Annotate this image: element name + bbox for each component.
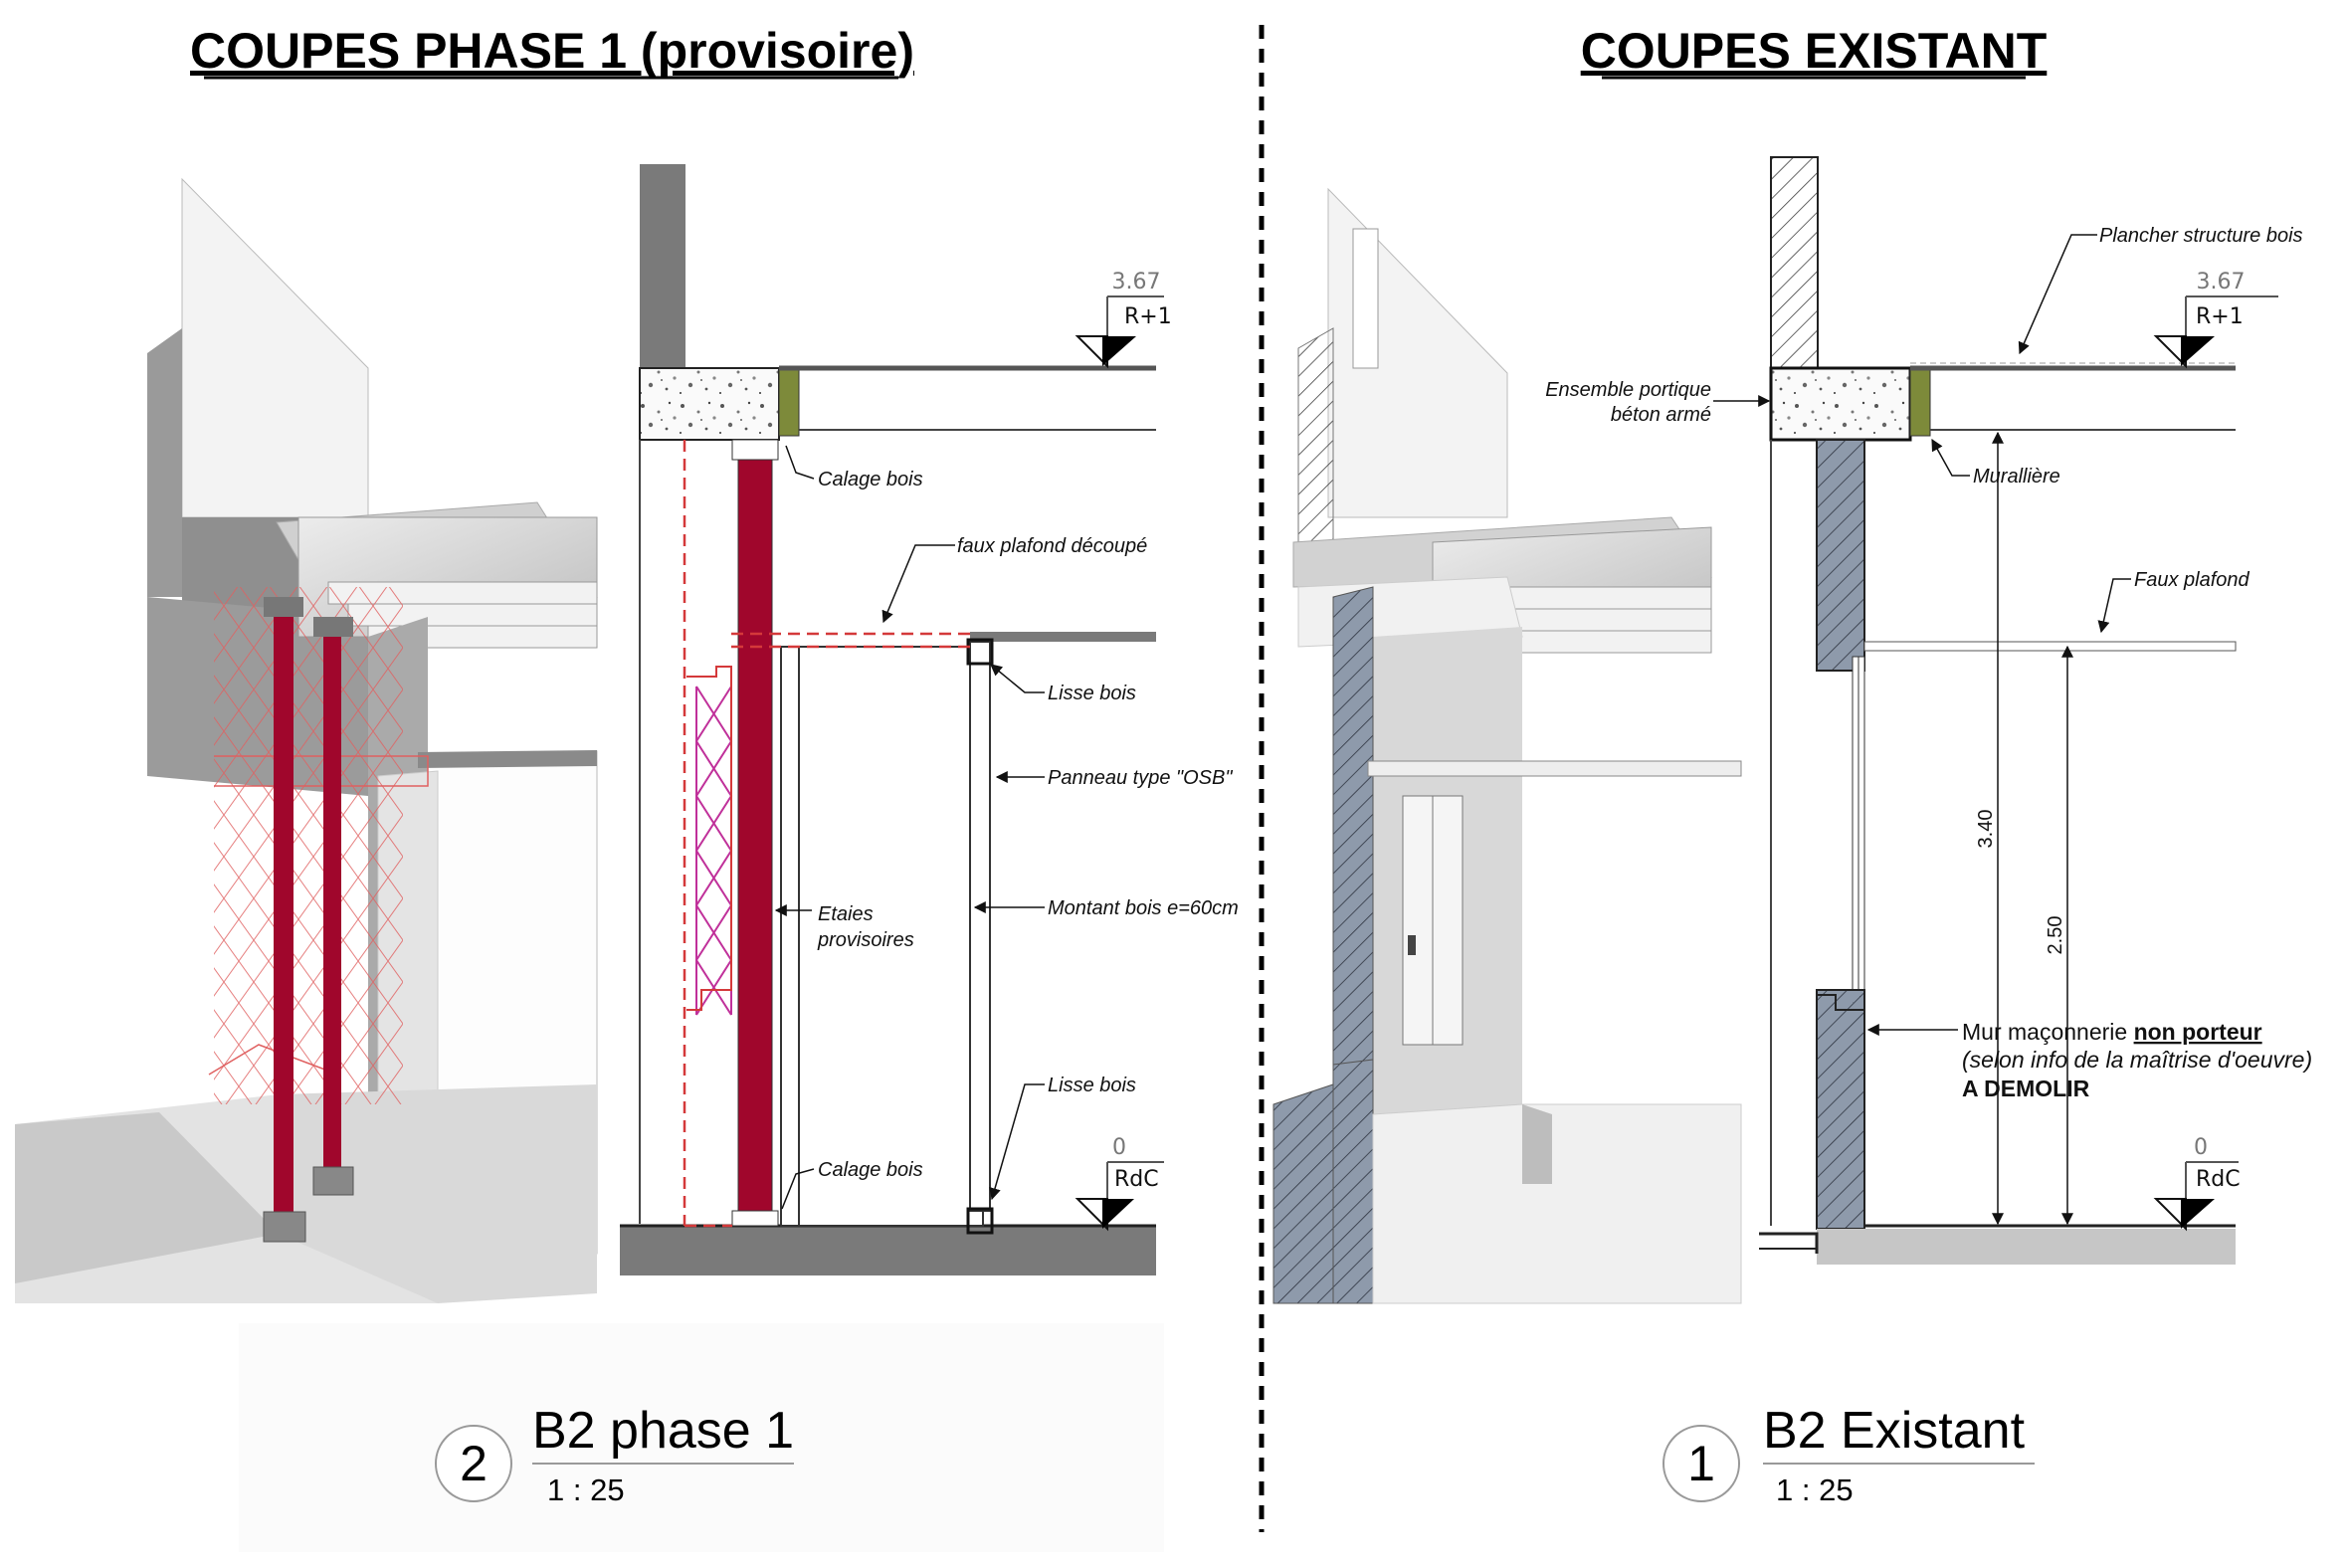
label-mur-bold: non porteur — [2134, 1019, 2262, 1045]
label-montant: Montant bois e=60cm — [1048, 897, 1239, 919]
left-section-drawing — [620, 164, 1156, 1275]
label-mur-line1: Mur maçonnerie non porteur — [1962, 1019, 2262, 1045]
timber-ledger — [778, 367, 800, 437]
muralliere-ledger — [1909, 367, 1931, 437]
elevation-value: 3.67 — [2197, 270, 2246, 294]
left-sheet-title: COUPES PHASE 1 (provisoire) — [190, 23, 914, 79]
label-portique-line1: Ensemble portique — [1545, 379, 1711, 401]
right-dimensions: 3.40 2.50 — [1975, 431, 2073, 1226]
label-faux-plafond-existant: Faux plafond — [2134, 569, 2250, 591]
level-tag: R+1 — [1124, 304, 1172, 329]
label-mur-line3: A DEMOLIR — [1962, 1076, 2090, 1101]
label-mur-line2: (selon info de la maîtrise d'oeuvre) — [1962, 1047, 2312, 1073]
left-annotations: Calage bois faux plafond découpé Lisse b… — [774, 445, 1239, 1210]
left-view-title: 2 B2 phase 1 1 : 25 — [435, 1402, 794, 1507]
dashed-temporary-frame — [683, 440, 970, 1228]
prop-post-section — [737, 459, 773, 1212]
right-sheet-title: COUPES EXISTANT — [1581, 23, 2048, 79]
right-perspective-view — [1272, 187, 1742, 1304]
dimension-total-height: 3.40 — [1975, 810, 1997, 849]
label-calage-top: Calage bois — [818, 469, 923, 490]
elevation-value: 0 — [1112, 1135, 1126, 1160]
view-scale: 1 : 25 — [547, 1472, 625, 1507]
label-portique-line2: béton armé — [1611, 404, 1711, 426]
right-view-title: 1 B2 Existant 1 : 25 — [1662, 1402, 2035, 1507]
view-number: 2 — [460, 1436, 488, 1491]
concrete-portal-beam — [1769, 366, 1912, 442]
label-lisse-bottom: Lisse bois — [1048, 1075, 1136, 1096]
label-muralliere: Murallière — [1973, 466, 2060, 488]
right-level-marker-r1: 3.67 R+1 — [2153, 270, 2278, 369]
right-annotations: Plancher structure bois Ensemble portiqu… — [1545, 225, 2312, 1101]
view-number: 1 — [1687, 1436, 1715, 1491]
left-level-marker-rdc: 0 RdC — [1075, 1135, 1164, 1232]
prop-post-3d-1 — [274, 617, 293, 1214]
view-name: B2 phase 1 — [532, 1402, 794, 1460]
level-tag: RdC — [1114, 1167, 1159, 1192]
elevation-value: 3.67 — [1112, 270, 1161, 294]
left-level-marker-r1: 3.67 R+1 — [1075, 270, 1172, 369]
prop-post-3d-2 — [323, 637, 341, 1169]
view-number-circle — [435, 1425, 512, 1502]
label-mur-prefix: Mur maçonnerie — [1962, 1019, 2134, 1045]
bracing-lattice — [694, 686, 733, 1016]
ground-slab-existing — [1817, 1229, 2236, 1265]
view-number-circle — [1662, 1425, 1740, 1502]
right-section-drawing — [1759, 156, 2237, 1265]
right-level-marker-rdc: 0 RdC — [2153, 1135, 2241, 1232]
elevation-value: 0 — [2194, 1135, 2208, 1160]
label-panneau-osb: Panneau type "OSB" — [1048, 767, 1233, 789]
masonry-wall-upper — [1770, 156, 1819, 369]
left-perspective-view — [15, 177, 1164, 1552]
label-etaies-line2: provisoires — [817, 929, 914, 951]
masonry-wall-nonbearing-upper — [1816, 439, 1865, 672]
dimension-ceiling-height: 2.50 — [2045, 916, 2066, 955]
concrete-beam — [639, 367, 780, 441]
view-scale: 1 : 25 — [1776, 1472, 1854, 1507]
level-tag: R+1 — [2196, 304, 2244, 329]
label-etaies-line1: Etaies — [818, 903, 874, 925]
label-faux-plafond: faux plafond découpé — [957, 535, 1147, 557]
masonry-wall-nonbearing-lower — [1816, 989, 1865, 1230]
view-name: B2 Existant — [1763, 1402, 2026, 1460]
label-calage-bottom: Calage bois — [818, 1159, 923, 1181]
label-lisse-top: Lisse bois — [1048, 683, 1136, 704]
ground-slab — [620, 1226, 1156, 1275]
label-plancher: Plancher structure bois — [2099, 225, 2303, 247]
level-tag: RdC — [2196, 1167, 2241, 1192]
